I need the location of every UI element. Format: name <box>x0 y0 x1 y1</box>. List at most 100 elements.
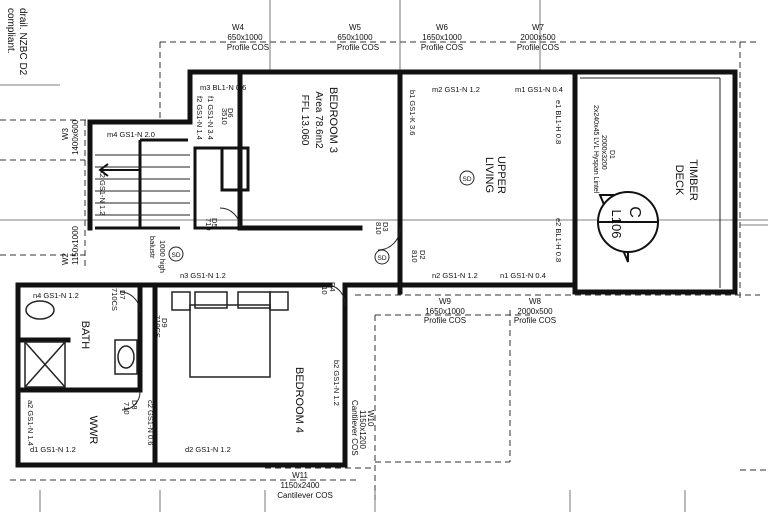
room-timber-deck: TIMBER DECK <box>673 159 699 201</box>
wall-label-b2: b2 GS1-N 1.2 <box>332 360 341 406</box>
svg-text:1150x2400: 1150x2400 <box>281 481 321 490</box>
svg-text:W5: W5 <box>349 23 362 32</box>
wall-label-m4: m4 GS1-N 2.0 <box>107 130 155 139</box>
svg-text:Cantilever COS: Cantilever COS <box>350 400 359 456</box>
svg-text:D2: D2 <box>418 250 427 260</box>
wall-label-n4: n4 GS1-N 1.2 <box>33 291 79 300</box>
window-w10: W10 1150x1200 Cantilever COS <box>350 400 375 456</box>
svg-text:Profile COS: Profile COS <box>517 43 559 52</box>
svg-text:D6: D6 <box>226 108 235 118</box>
wall-label-e2: e2 BL1-H 0.8 <box>554 218 563 262</box>
wall-label-b1: b1 GS1-K 3.6 <box>408 90 417 135</box>
svg-text:Profile COS: Profile COS <box>424 316 466 325</box>
svg-text:710CS: 710CS <box>110 288 119 311</box>
door-swings <box>119 207 401 411</box>
svg-text:D3: D3 <box>381 222 390 232</box>
svg-text:W3: W3 <box>61 127 70 140</box>
wall-label-c2: c2 GS1-N 0.6 <box>146 400 155 445</box>
svg-text:1000 high: 1000 high <box>158 240 167 273</box>
exterior-walls <box>15 69 738 468</box>
svg-text:W10: W10 <box>366 410 375 427</box>
svg-text:W6: W6 <box>436 23 449 32</box>
wall-label-n3: n3 GS1-N 1.2 <box>180 271 226 280</box>
svg-text:650x1000: 650x1000 <box>337 33 373 42</box>
svg-text:TIMBER: TIMBER <box>687 159 699 201</box>
svg-text:SD: SD <box>377 255 386 262</box>
stair-treads <box>95 154 190 216</box>
room-bedroom4: BEDROOM 4 <box>293 367 305 433</box>
svg-text:D4: D4 <box>328 282 337 292</box>
svg-text:Profile COS: Profile COS <box>337 43 379 52</box>
wall-label-k2: k2 GS1-N 1.2 <box>98 170 107 215</box>
room-bedroom3: BEDROOM 3 Area 78.6m2 FFL 13.060 <box>299 87 339 153</box>
svg-text:710: 710 <box>204 218 213 231</box>
wall-label-d2: d2 GS1-N 1.2 <box>185 445 231 454</box>
wall-label-f2: f2 GS1-N 1.4 <box>195 96 204 140</box>
svg-text:2000x500: 2000x500 <box>517 307 553 316</box>
svg-text:balustr: balustr <box>148 236 157 259</box>
svg-text:SD: SD <box>171 252 180 259</box>
svg-text:2000x3200: 2000x3200 <box>600 135 607 170</box>
window-w6: W6 1650x1000 Profile COS <box>421 23 463 52</box>
svg-text:W4: W4 <box>232 23 245 32</box>
svg-text:W9: W9 <box>439 297 452 306</box>
svg-text:LIVING: LIVING <box>483 157 495 193</box>
svg-text:710CS: 710CS <box>153 315 162 338</box>
window-w5: W5 650x1000 Profile COS <box>337 23 379 52</box>
wall-label-m1: m1 GS1-N 0.4 <box>515 85 563 94</box>
wall-labels: m3 BL1-N 0.6 m4 GS1-N 2.0 m2 GS1-N 1.2 m… <box>26 83 563 454</box>
window-w9: W9 1650x1000 Profile COS <box>424 297 466 325</box>
note-drail: drail. NZBC D2 <box>17 8 28 76</box>
svg-text:Profile COS: Profile COS <box>421 43 463 52</box>
dashed-roof-outline <box>0 41 768 500</box>
svg-text:W7: W7 <box>532 23 545 32</box>
svg-text:1150x1000: 1150x1000 <box>71 225 80 265</box>
window-w4: W4 650x1000 Profile COS <box>227 23 269 52</box>
svg-text:D1: D1 <box>608 150 615 159</box>
callout-ref: L106 <box>609 210 624 239</box>
svg-text:SD: SD <box>462 176 471 183</box>
svg-text:W11: W11 <box>292 471 308 480</box>
svg-text:810: 810 <box>374 222 383 235</box>
door-labels: D6 3510 D5 710 D3 810 D2 810 D4 810 D7 7… <box>110 108 427 415</box>
svg-text:D8: D8 <box>130 400 139 410</box>
window-w8: W8 2000x500 Profile COS <box>514 297 556 325</box>
svg-text:710: 710 <box>122 402 131 415</box>
wall-label-n2: n2 GS1-N 1.2 <box>432 271 478 280</box>
stair-arrow-icon <box>98 163 140 177</box>
window-w11: W11 1150x2400 Cantilever COS <box>277 471 333 500</box>
window-w7: W7 2000x500 Profile COS <box>517 23 559 52</box>
svg-text:1400x600: 1400x600 <box>71 119 80 155</box>
section-callout-icon: C L106 <box>597 191 659 263</box>
svg-text:810: 810 <box>410 250 419 263</box>
svg-text:2000x500: 2000x500 <box>520 33 556 42</box>
svg-text:D5: D5 <box>210 218 219 228</box>
note-compliant: compliant. <box>5 8 16 54</box>
wall-label-m3: m3 BL1-N 0.6 <box>200 83 246 92</box>
callout-letter: C <box>626 206 643 218</box>
svg-text:2x240x45 LVL Hyspan Lintel: 2x240x45 LVL Hyspan Lintel <box>592 105 599 194</box>
smoke-detector-icon: SD SD SD <box>168 170 475 265</box>
room-wwr: WWR <box>87 416 99 445</box>
svg-text:BEDROOM 3: BEDROOM 3 <box>327 87 339 153</box>
room-upper-living: UPPER LIVING <box>483 156 507 194</box>
wall-label-d1: d1 GS1-N 1.2 <box>30 445 76 454</box>
svg-text:DECK: DECK <box>673 165 685 196</box>
wall-label-a2: a2 GS1-N 1.4 <box>26 400 35 446</box>
svg-text:UPPER: UPPER <box>495 156 507 194</box>
balustrade-note: 1000 high balustr <box>148 236 167 273</box>
room-bath: BATH <box>79 321 91 350</box>
svg-text:650x1000: 650x1000 <box>227 33 263 42</box>
svg-text:1150x1200: 1150x1200 <box>358 410 367 450</box>
bath-fixtures <box>24 300 138 388</box>
svg-text:Profile COS: Profile COS <box>514 316 556 325</box>
svg-text:1650x1000: 1650x1000 <box>425 307 465 316</box>
svg-text:Area 78.6m2: Area 78.6m2 <box>313 91 324 149</box>
window-w2: W2 1150x1000 <box>61 225 80 265</box>
svg-text:3510: 3510 <box>220 108 229 125</box>
svg-text:Cantilever COS: Cantilever COS <box>277 491 333 500</box>
svg-text:Profile COS: Profile COS <box>227 43 269 52</box>
svg-text:1650x1000: 1650x1000 <box>422 33 462 42</box>
wall-label-e1: e1 BL1-H 0.8 <box>554 100 563 144</box>
